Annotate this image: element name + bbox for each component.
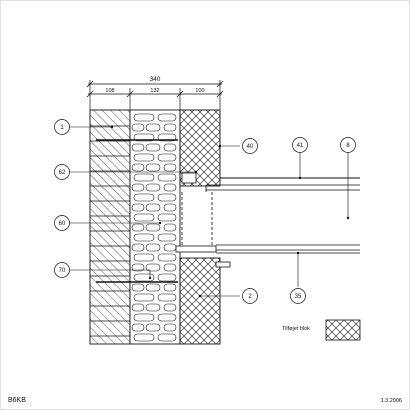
insulation-batt [131, 323, 145, 332]
insulation-batt [145, 203, 161, 212]
callout-label-62: 62 [59, 170, 66, 176]
insulation-batt [157, 193, 177, 202]
insulation-batt [157, 213, 177, 222]
insulation-batt [145, 143, 161, 152]
insulation-batt [145, 323, 161, 332]
insulation-batt [157, 153, 177, 162]
sheet-code: B6KB [8, 397, 26, 404]
insulation-batt [163, 303, 177, 312]
insulation-batt [133, 253, 155, 262]
insulation-batt [133, 293, 155, 302]
dimension-overall: 340 [150, 76, 161, 83]
inner-block-lower [179, 257, 221, 345]
insulation-batt [157, 293, 177, 302]
callout-leaders [69, 126, 349, 297]
callout-label-70: 70 [59, 268, 66, 274]
insulation-batt [131, 163, 145, 172]
callout-label-1: 1 [60, 125, 64, 131]
insulation-batt [131, 283, 145, 292]
insulation-batt [131, 243, 145, 252]
insulation-batt [157, 253, 177, 262]
insulation-batt [163, 183, 177, 192]
insulation-batt [131, 183, 145, 192]
brick-leaf [89, 109, 131, 345]
insulation-batt [131, 303, 145, 312]
insulation-batt [163, 283, 177, 292]
insulation-batt [131, 223, 145, 232]
insulation-batt [163, 203, 177, 212]
callout-labels: 1 40 41 8 62 60 70 2 35 [59, 125, 351, 300]
insulation-batt [163, 243, 177, 252]
insulation-batt [133, 173, 155, 182]
dimension-chain [86, 80, 224, 110]
insulation-batt [163, 163, 177, 172]
insulation-batt [131, 203, 145, 212]
insulation-batt [157, 333, 177, 342]
callout-bubbles [54, 119, 356, 304]
legend-swatch-added-block [325, 319, 361, 341]
insulation-batt [157, 313, 177, 322]
insulation-batt [157, 233, 177, 242]
insulation-batt [145, 163, 161, 172]
insulation-batt [157, 273, 177, 282]
insulation-batt [133, 213, 155, 222]
insulation-batt [145, 183, 161, 192]
floor-slab [175, 172, 360, 268]
insulation-batt [145, 283, 161, 292]
dimension-segment-block: 100 [195, 88, 204, 94]
callout-label-40: 40 [247, 144, 254, 150]
insulation-batt [133, 113, 155, 122]
insulation-batts [131, 113, 177, 342]
insulation-batt [145, 243, 161, 252]
insulation-batt [145, 263, 161, 272]
insulation-batt [163, 223, 177, 232]
legend-label: Tilføjet blok [282, 326, 310, 332]
callout-dots [110, 125, 350, 298]
insulation-batt [131, 263, 145, 272]
dimension-segment-brick: 108 [105, 88, 114, 94]
insulation-batt [131, 143, 145, 152]
callout-label-41: 41 [297, 143, 304, 149]
insulation-batt [133, 153, 155, 162]
dimension-segment-insulation: 132 [150, 88, 159, 94]
insulation-batt [163, 263, 177, 272]
insulation-batt [163, 323, 177, 332]
callout-label-60: 60 [59, 221, 66, 227]
insulation-batt [133, 313, 155, 322]
insulation-batt [133, 273, 155, 282]
insulation-batt [163, 123, 177, 132]
callout-label-8: 8 [346, 143, 350, 149]
callout-label-35: 35 [295, 294, 302, 300]
insulation-batt [163, 143, 177, 152]
insulation-batt [145, 123, 161, 132]
insulation-batt [145, 303, 161, 312]
insulation-batt [133, 233, 155, 242]
sheet-date: 1.3.2006 [381, 398, 402, 404]
insulation-batt [145, 223, 161, 232]
insulation-batt [157, 173, 177, 182]
insulation-batt [133, 193, 155, 202]
wall-ties [96, 139, 178, 283]
insulation-batt [157, 113, 177, 122]
callout-label-2: 2 [248, 294, 252, 300]
insulation-batt [133, 333, 155, 342]
insulation-batt [131, 123, 145, 132]
brick-mortar-joints [90, 125, 130, 337]
